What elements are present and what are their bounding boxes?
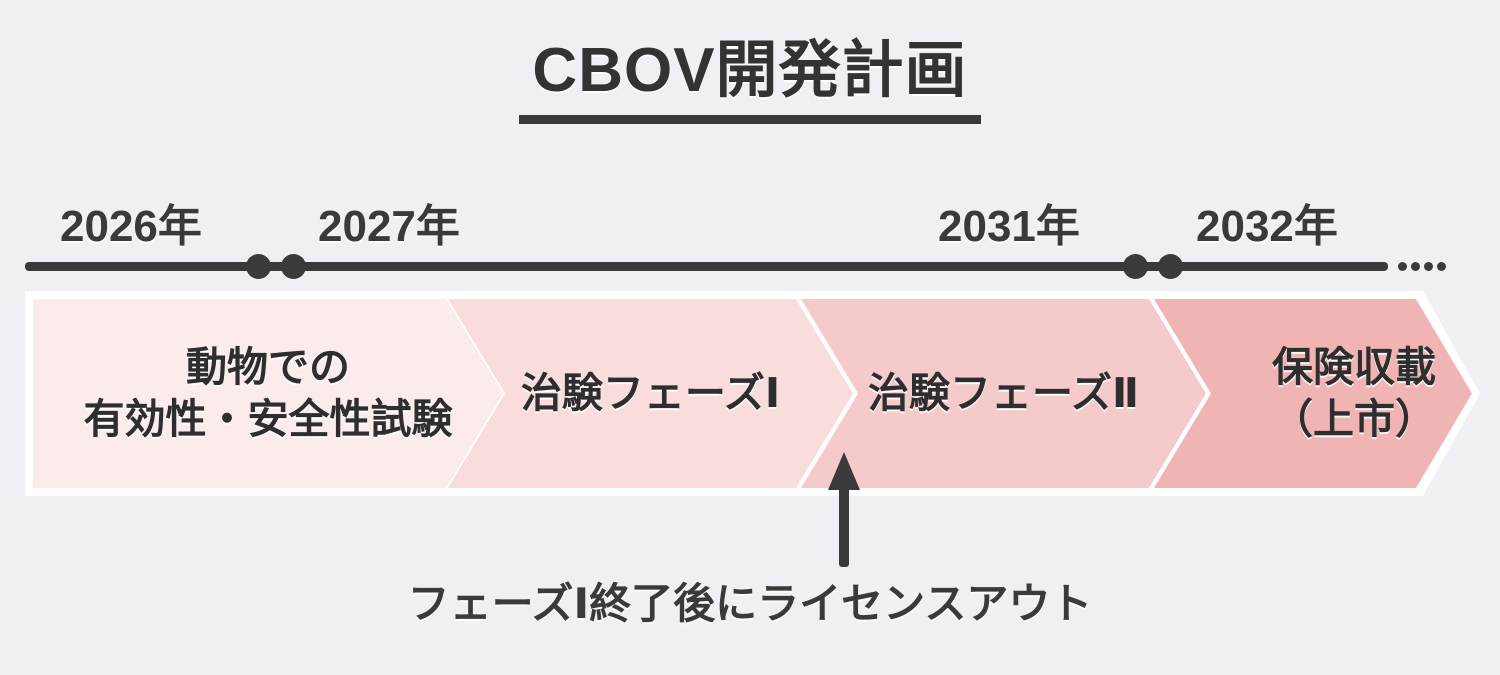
timeline-axis: [25, 262, 1388, 271]
arrow-head: [828, 452, 860, 490]
timeline-dot-2032: [1158, 254, 1183, 279]
phase-segment-insurance-listing[interactable]: 保険収載 （上市）: [1154, 299, 1472, 488]
phase-label-trial-phase-1: 治験フェーズⅠ: [520, 369, 781, 416]
timeline-dot-2031: [1123, 254, 1148, 279]
page-title: CBOV開発計画: [532, 36, 968, 105]
callout-caption-text: フェーズⅠ終了後にライセンスアウト: [407, 580, 1093, 627]
timeline-year-2027: 2027年: [318, 202, 460, 251]
phase-segment-animal-study[interactable]: 動物での 有効性・安全性試験: [33, 299, 503, 488]
arrow-shaft: [839, 488, 849, 567]
phase-segment-trial-phase-2[interactable]: 治験フェーズⅡ: [801, 299, 1206, 488]
timeline-year-2026: 2026年: [60, 202, 202, 251]
phase-band-inner: 動物での 有効性・安全性試験 治験フェーズⅠ 治験フェーズⅡ 保険収載 （上市）: [33, 299, 1472, 488]
callout-caption: フェーズⅠ終了後にライセンスアウト: [0, 570, 1500, 631]
timeline-continuation-dot: [1437, 262, 1446, 271]
timeline-continuation-dot: [1424, 262, 1433, 271]
timeline-dot-2026: [246, 254, 271, 279]
phase-segment-trial-phase-1[interactable]: 治験フェーズⅠ: [448, 299, 853, 488]
timeline-year-2031: 2031年: [938, 202, 1080, 251]
timeline-continuation-dot: [1398, 262, 1407, 271]
phase-band: 動物での 有効性・安全性試験 治験フェーズⅠ 治験フェーズⅡ 保険収載 （上市）: [25, 291, 1480, 496]
title-block: CBOV開発計画: [0, 36, 1500, 125]
timeline: 2026年 2027年 2031年 2032年: [0, 190, 1500, 285]
phase-label-animal-study: 動物での 有効性・安全性試験: [83, 344, 453, 442]
callout-arrow-up-icon: [828, 452, 860, 567]
timeline-year-2032: 2032年: [1196, 202, 1338, 251]
phase-label-insurance-listing: 保険収載 （上市）: [1272, 344, 1436, 442]
timeline-continuation-dot: [1411, 262, 1420, 271]
title-underline: [519, 115, 981, 125]
phase-label-trial-phase-2: 治験フェーズⅡ: [868, 369, 1139, 416]
timeline-dot-2027: [281, 254, 306, 279]
